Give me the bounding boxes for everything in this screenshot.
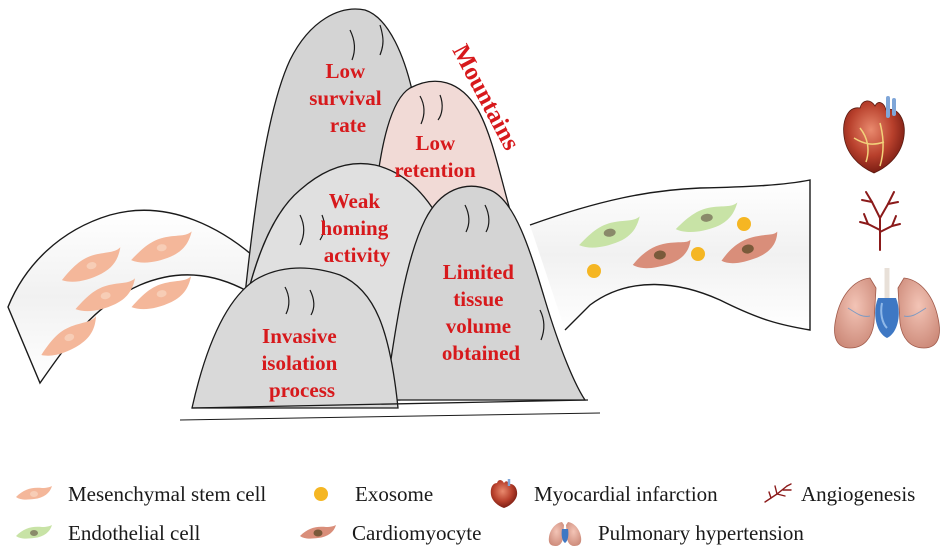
legend-label: Pulmonary hypertension — [598, 520, 804, 545]
mountain-limited-tissue-volume — [384, 185, 587, 401]
mesenchymal-stem-cells-group — [41, 231, 192, 356]
myocardial-infarction-heart-icon — [490, 479, 518, 508]
legend-label: Exosome — [355, 481, 434, 506]
label-line: retention — [394, 158, 476, 182]
legend-label: Angiogenesis — [801, 481, 916, 506]
legend-label: Myocardial infarction — [534, 481, 718, 506]
label-line: rate — [330, 113, 366, 137]
label-line: process — [269, 378, 335, 402]
label-low-survival-rate: Low survival rate — [309, 59, 387, 137]
legend-label: Cardiomyocyte — [352, 520, 482, 545]
exosome — [737, 217, 751, 231]
cardiomyocyte-icon — [300, 525, 336, 539]
label-line: Low — [416, 131, 457, 155]
mesenchymal-stem-cell — [75, 278, 136, 312]
lungs-illustration — [834, 268, 940, 349]
mesenchymal-stem-cell-icon — [16, 486, 52, 500]
right-path-cells-group — [579, 202, 778, 278]
label-line: homing — [321, 216, 389, 240]
mesenchymal-stem-cell — [61, 247, 121, 282]
legend-row-1: Mesenchymal stem cell Exosome Myocardial… — [0, 477, 945, 511]
label-low-retention: Low retention — [394, 131, 476, 182]
mesenchymal-stem-cell — [41, 316, 97, 356]
exosome — [587, 264, 601, 278]
label-line: tissue — [453, 287, 503, 311]
label-line: Invasive — [262, 324, 337, 348]
label-line: Limited — [443, 260, 514, 284]
endothelial-cell — [579, 216, 640, 248]
label-limited-tissue-volume: Limited tissue volume obtained — [442, 260, 521, 365]
mesenchymal-stem-cell — [131, 276, 192, 310]
legend-item-angiogenesis: Angiogenesis — [763, 477, 915, 511]
label-line: Low — [326, 59, 367, 83]
legend-item-myocardial-infarction: Myocardial infarction — [490, 477, 718, 511]
label-line: Weak — [329, 189, 381, 213]
mountain-texture-strokes — [284, 24, 545, 341]
label-weak-homing-activity: Weak homing activity — [321, 189, 394, 267]
legend-item-mesenchymal-stem-cell: Mesenchymal stem cell — [14, 477, 266, 511]
label-line: survival — [309, 86, 382, 110]
legend-item-cardiomyocyte: Cardiomyocyte — [298, 516, 481, 550]
legend-label: Endothelial cell — [68, 520, 201, 545]
label-line: activity — [324, 243, 391, 267]
legend-label: Mesenchymal stem cell — [68, 481, 267, 506]
legend-item-pulmonary-hypertension: Pulmonary hypertension — [548, 516, 804, 550]
heart-illustration — [843, 96, 905, 174]
endothelial-cell — [675, 202, 738, 233]
label-line: volume — [446, 314, 511, 338]
angiogenesis-vessel-icon — [764, 483, 792, 503]
legend-item-exosome: Exosome — [313, 477, 433, 511]
mountains-group — [179, 8, 601, 421]
label-invasive-isolation-process: Invasive isolation process — [261, 324, 342, 402]
label-line: obtained — [442, 341, 521, 365]
cardiomyocyte — [721, 231, 778, 264]
pulmonary-hypertension-lung-icon — [548, 522, 582, 546]
exosome — [691, 247, 705, 261]
mountain-labels: Low survival rate Low retention Weak hom… — [261, 59, 520, 402]
legend-item-endothelial-cell: Endothelial cell — [14, 516, 200, 550]
mountain-invasive-isolation-process — [191, 267, 399, 409]
label-line: isolation — [261, 351, 337, 375]
endothelial-cell-icon — [16, 525, 52, 539]
exosome-icon — [314, 487, 328, 501]
legend-row-2: Endothelial cell Cardiomyocyte Pulmonary… — [0, 516, 945, 550]
angiogenesis-illustration — [859, 191, 901, 251]
mesenchymal-stem-cell — [131, 231, 192, 263]
cardiomyocyte — [632, 239, 691, 269]
